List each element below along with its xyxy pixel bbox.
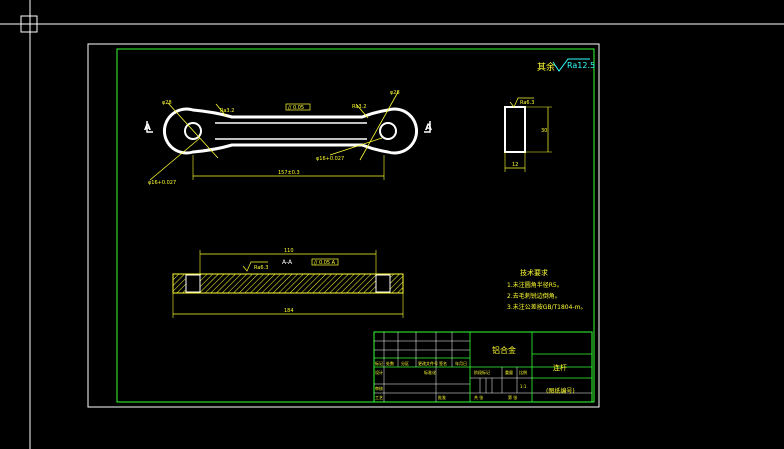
svg-text:A-A: A-A [282,259,293,266]
svg-text:其余: 其余 [537,61,555,73]
svg-text:φ28: φ28 [162,100,172,106]
svg-text:φ16+0.027: φ16+0.027 [316,156,344,162]
svg-text:// 0.05 A: // 0.05 A [314,260,336,266]
svg-text:Ra3.2: Ra3.2 [220,108,234,114]
svg-text:工艺: 工艺 [375,395,383,400]
svg-text:184: 184 [284,308,294,314]
svg-text:设计: 设计 [375,369,383,375]
section-view-aa: A-A 110 184 Ra6.3 // 0.05 A [172,248,404,318]
svg-text:30: 30 [541,128,547,134]
top-view: φ28 φ28 φ16+0.027 φ16+0.027 Ra3.2 Ra3.2 … [144,90,432,186]
sheet-outer-border [87,43,600,408]
svg-text:处数: 处数 [386,360,394,366]
svg-text:年月日: 年月日 [455,360,467,366]
svg-text:分区: 分区 [401,360,409,366]
svg-text:比例: 比例 [519,369,527,375]
svg-text:Ra6.3: Ra6.3 [520,100,534,106]
svg-text:110: 110 [284,248,294,254]
svg-text:阶段标记: 阶段标记 [474,369,490,375]
svg-text:第 张: 第 张 [508,394,517,400]
side-view: 30 12 Ra6.3 [504,97,552,172]
svg-text:铝合金: 铝合金 [492,345,516,355]
svg-text:连杆: 连杆 [553,363,567,372]
technical-requirements: 技术要求 1.未注圆角半径R5。 2.去毛刺锐边倒角。 3.未注公差按GB/T1… [507,268,586,311]
title-block: 铝合金 连杆 (图纸编号) 标记 处数 分区 更改文件号 签名 年月日 设计 标… [373,331,593,403]
svg-text:A: A [425,123,432,133]
roughness-note: 其余 Ra12.5 [537,58,595,73]
svg-text:Ra6.3: Ra6.3 [254,265,268,271]
svg-text:φ16+0.027: φ16+0.027 [148,180,176,186]
svg-text:2.去毛刺锐边倒角。: 2.去毛刺锐边倒角。 [507,292,561,300]
svg-text:共 张: 共 张 [474,394,483,400]
sheet-inner-frame [116,48,595,403]
svg-text:1:1: 1:1 [520,384,527,389]
svg-text:φ28: φ28 [390,90,400,96]
svg-text:更改文件号: 更改文件号 [418,360,438,366]
svg-text:(图纸编号): (图纸编号) [546,387,575,395]
svg-text:Ra3.2: Ra3.2 [352,104,366,110]
svg-text:157±0.3: 157±0.3 [278,170,300,176]
svg-text:标准化: 标准化 [424,369,436,375]
svg-text:1.未注圆角半径R5。: 1.未注圆角半径R5。 [507,281,563,289]
svg-text:审核: 审核 [375,385,383,391]
svg-text:重量: 重量 [505,369,513,375]
svg-text:技术要求: 技术要求 [520,268,548,277]
svg-text:签名: 签名 [439,360,447,366]
svg-text:3.未注公差按GB/T1804-m。: 3.未注公差按GB/T1804-m。 [507,303,586,311]
svg-text:12: 12 [512,162,518,168]
svg-text:批准: 批准 [438,394,446,400]
svg-text:标记: 标记 [375,360,383,366]
svg-text:Ra12.5: Ra12.5 [567,61,595,70]
svg-text:// 0.05: // 0.05 [288,105,304,111]
